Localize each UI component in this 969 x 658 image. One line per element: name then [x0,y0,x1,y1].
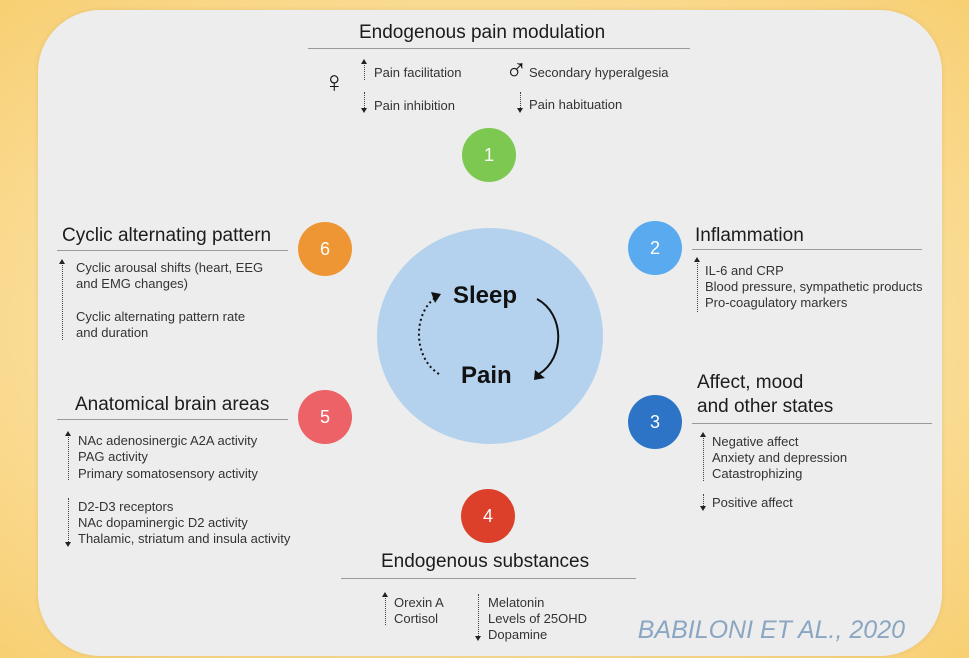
male-symbol-icon: ♂ [505,54,528,87]
pain-to-sleep-arrow [418,297,440,375]
brain-increase-arrow [65,431,71,480]
affect-up-item: Anxiety and depression [712,450,848,465]
affect-down-item: Positive affect [712,495,793,510]
number-6-circle: 6 [298,222,352,276]
substances-heading: Endogenous substances [381,551,590,572]
affect-up-item: Negative affect [712,434,799,449]
number-2-circle: 2 [628,221,682,275]
substances-down-item: Levels of 25OHD [488,611,587,626]
citation-credit: BABILONI ET AL., 2020 [637,616,905,644]
sleep-to-pain-arrow [536,298,560,375]
substances-rule [341,578,636,579]
cap-item: Cyclic arousal shifts (heart, EEG [76,260,264,275]
sleep-label: Sleep [453,282,518,309]
affect-increase-arrow [700,432,706,481]
inflammation-item: Pro-coagulatory markers [705,295,848,310]
inflammation-increase-arrow [694,257,700,312]
sleep-pain-circle [377,228,603,444]
affect-up-item: Catastrophizing [712,466,803,481]
substances-down-item: Dopamine [488,627,548,642]
pain-to-sleep-arrowhead [431,292,441,303]
brain-up-item: PAG activity [78,449,148,464]
sleep-to-pain-arrowhead [534,370,545,380]
number-1-circle: 1 [462,128,516,182]
brain-decrease-arrow [65,498,71,547]
substances-increase-arrow [382,592,388,625]
number-3-circle: 3 [628,395,682,449]
cap-item: Cyclic alternating pattern rate [76,309,246,324]
female-symbol-icon: ♀ [323,66,346,99]
substances-down-item: Melatonin [488,595,545,610]
number-4-circle: 4 [461,489,515,543]
substances-decrease-arrow [475,594,481,641]
inflammation-heading: Inflammation [695,225,804,246]
pain-facilitation-label: Pain facilitation [374,65,462,80]
affect-rule [692,423,932,424]
inflammation-item: Blood pressure, sympathetic products [705,279,923,294]
pain-modulation-rule [308,48,690,49]
affect-heading-line1: Affect, mood [697,372,804,393]
female-decrease-arrow [361,92,367,113]
brain-down-item: D2-D3 receptors [78,499,174,514]
affect-decrease-arrow [700,494,706,511]
male-decrease-arrow [517,92,523,113]
pain-inhibition-label: Pain inhibition [374,98,455,113]
bidirectional-cycle-arrows [418,292,560,380]
cap-heading: Cyclic alternating pattern [62,225,272,246]
cap-item: and duration [76,325,149,340]
pain-label: Pain [461,362,512,389]
brain-up-item: Primary somatosensory activity [78,466,258,481]
cap-increase-arrow [59,259,65,340]
female-increase-arrow [361,59,367,80]
brain-rule [57,419,288,420]
brain-down-item: Thalamic, striatum and insula activity [78,531,291,546]
cap-item: and EMG changes) [76,276,189,291]
inflammation-item: IL-6 and CRP [705,263,784,278]
pain-modulation-heading: Endogenous pain modulation [359,22,606,43]
substances-up-item: Cortisol [394,611,439,626]
brain-up-item: NAc adenosinergic A2A activity [78,433,258,448]
cap-rule [57,250,288,251]
substances-up-item: Orexin A [394,595,444,610]
brain-down-item: NAc dopaminergic D2 activity [78,515,248,530]
brain-heading: Anatomical brain areas [75,394,270,415]
secondary-hyperalgesia-label: Secondary hyperalgesia [529,65,669,80]
pain-habituation-label: Pain habituation [529,97,623,112]
number-5-circle: 5 [298,390,352,444]
inflammation-rule [692,249,922,250]
affect-heading-line2: and other states [697,396,834,417]
